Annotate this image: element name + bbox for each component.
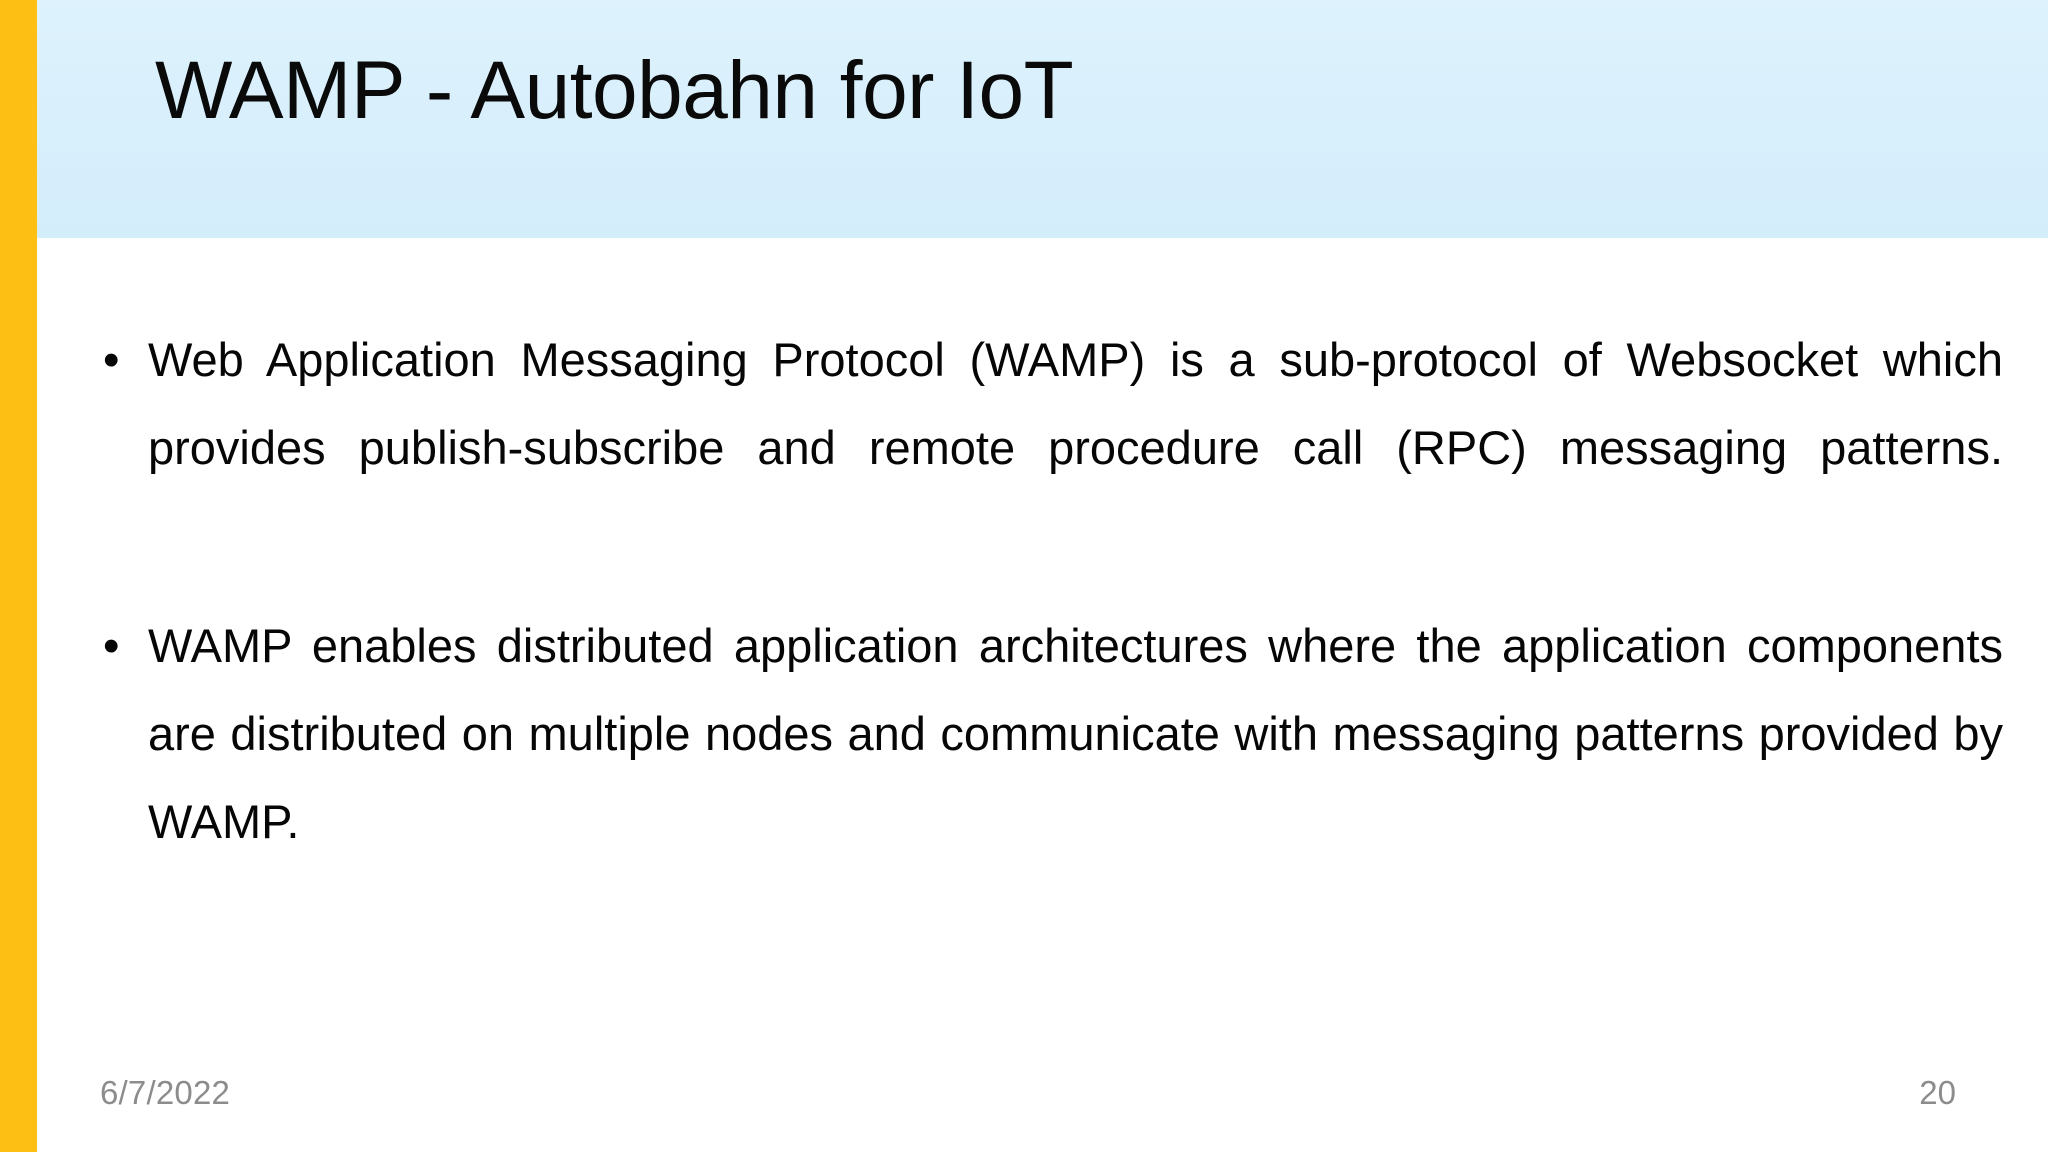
bullet-point-icon: •	[103, 333, 120, 386]
list-item: • Web Application Messaging Protocol (WA…	[75, 316, 2003, 580]
list-item-text: WAMP enables distributed application arc…	[148, 619, 2003, 848]
footer-date: 6/7/2022	[100, 1074, 231, 1111]
page-title: WAMP - Autobahn for IoT	[155, 45, 1074, 136]
list-item-text: Web Application Messaging Protocol (WAMP…	[148, 333, 2003, 474]
bullet-list: • Web Application Messaging Protocol (WA…	[75, 316, 2035, 954]
slide-body: • Web Application Messaging Protocol (WA…	[37, 238, 2048, 1152]
slide-header-band: WAMP - Autobahn for IoT	[37, 0, 2048, 238]
list-item: • WAMP enables distributed application a…	[75, 602, 2003, 954]
slide-number: 20	[1919, 1074, 1956, 1111]
bullet-point-icon: •	[103, 619, 120, 672]
left-accent-bar	[0, 0, 37, 1152]
